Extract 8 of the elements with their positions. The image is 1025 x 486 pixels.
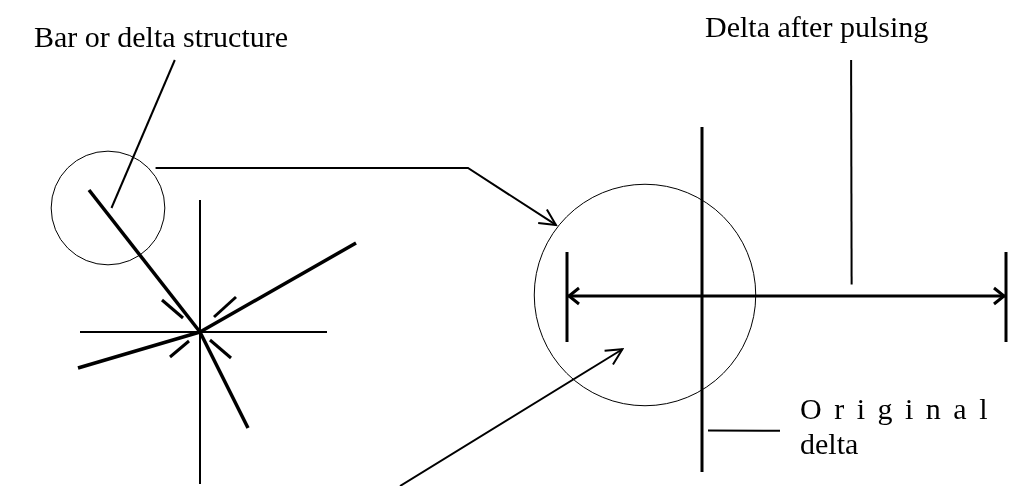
callout-label: Delta after pulsing [705,10,929,45]
arrow [154,167,557,226]
leader-line [707,429,781,432]
leader-line [850,59,853,286]
callout-label: Bar or delta structure [34,20,289,55]
leader-line [110,59,176,209]
callout-label: Original delta [800,392,1022,461]
arrow [399,348,624,486]
